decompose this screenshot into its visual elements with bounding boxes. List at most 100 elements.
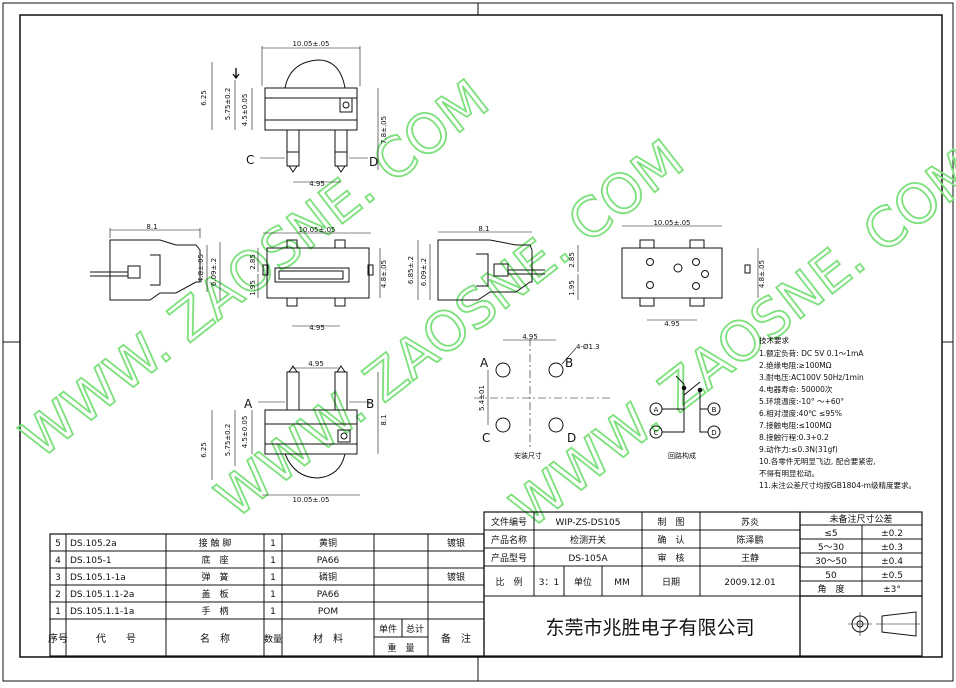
tech-item-2: 2.绝缘电阻:≥100MΩ	[759, 360, 832, 370]
tol-range: 5～30	[818, 543, 844, 553]
unit-value: MM	[614, 578, 630, 588]
part-name: 接 触 脚	[199, 537, 232, 549]
part-code: DS.105.1-1a	[70, 573, 126, 583]
tech-item-3: 3.耐电压:AC100V 50Hz/1min	[759, 372, 864, 382]
tolerance-table: 未备注尺寸公差 ≤5 ±0.2 5～30 ±0.3 30～50 ±0.4 50 …	[799, 511, 923, 657]
tol-value: ±0.3	[881, 543, 903, 553]
dim-left-width: 8.1	[146, 223, 157, 231]
view-bottom: 10.05±.05 4.8±.05 4.95	[621, 219, 766, 328]
draw-label: 制 图	[657, 516, 684, 528]
scale-label: 比 例	[495, 576, 522, 588]
product-label: 产品名称	[491, 534, 527, 546]
date-label: 日期	[662, 577, 680, 588]
tol-value: ±0.2	[881, 529, 903, 539]
inner-frame	[19, 14, 943, 658]
dim-top-h2: 5.75±0.2	[224, 88, 232, 121]
head-unit-weight: 单件	[379, 623, 397, 635]
parts-list: 5 DS.105.2a 接 触 脚 1 黄铜 镀银 4 DS.105-1 底 座…	[48, 533, 485, 657]
head-qty: 数量	[264, 633, 282, 645]
part-qty: 1	[270, 590, 276, 600]
tech-item-10: 10.各零件无明显飞边, 配合要紧密,	[759, 456, 876, 466]
dim-top-h4: 7.8±.05	[380, 116, 388, 144]
part-qty: 1	[270, 607, 276, 617]
tech-requirements: 技术要求 1.额定负荷: DC 5V 0.1～1mA 2.绝缘电阻:≥100MΩ…	[759, 335, 916, 490]
part-mat: 黄铜	[319, 537, 337, 549]
head-no: 序号	[48, 632, 68, 645]
dim-low-h4: 8.1	[380, 414, 388, 425]
dim-low-h3: 4.5±0.05	[241, 416, 249, 449]
dim-low-h1: 6.25	[200, 442, 208, 458]
tech-item-10b: 不得有明显松动。	[759, 468, 819, 478]
part-no: 4	[55, 556, 61, 566]
title-block: 文件编号 WIP-ZS-DS105 制 图 苏炎 产品名称 检测开关 确 认 陈…	[483, 511, 801, 657]
caption-circuit: 回路构成	[668, 451, 696, 460]
part-qty: 1	[270, 539, 276, 549]
dim-mid-width: 10.05±.05	[298, 226, 335, 234]
circuit-c: C	[654, 429, 659, 437]
tech-item-11: 11.未注公差尺寸均按GB1804-m级精度要求。	[759, 480, 916, 490]
confirm-name: 陈泽鹏	[736, 534, 763, 546]
part-name: 盖 板	[201, 588, 228, 600]
date-value: 2009.12.01	[724, 578, 776, 588]
marker-d-top: D	[369, 155, 378, 169]
caption-hole: 安装尺寸	[514, 451, 542, 460]
dim-left-h1: 4.8±.05	[197, 254, 205, 282]
marker-a-low: A	[244, 397, 253, 411]
dim-low-width: 10.05±.05	[292, 496, 329, 504]
dim-left-h2: 6.09±.2	[210, 258, 218, 286]
tech-item-5: 5.环境温度:-10° ～+60°	[759, 396, 844, 406]
dim-bot-pitch: 4.95	[664, 320, 680, 328]
part-name: 弹 簧	[201, 571, 228, 583]
part-no: 5	[55, 539, 61, 549]
tol-range: 50	[825, 571, 837, 581]
review-label: 审 核	[657, 552, 684, 564]
head-total-weight: 总计	[406, 623, 424, 635]
head-name: 名 称	[200, 632, 230, 645]
tol-title: 未备注尺寸公差	[829, 513, 892, 525]
part-no: 2	[55, 590, 61, 600]
marker-d-hole: D	[567, 431, 576, 445]
part-note: 镀银	[447, 571, 465, 583]
marker-a-hole: A	[480, 356, 489, 370]
scale-value: 3：1	[539, 578, 559, 588]
part-mat: PA66	[317, 556, 340, 566]
dim-mid-h3: 4.8±.05	[380, 260, 388, 288]
part-note: 镀银	[447, 537, 465, 549]
tech-item-1: 1.额定负荷: DC 5V 0.1～1mA	[759, 348, 864, 358]
tol-range: ≤5	[824, 529, 837, 539]
dim-hole-pitch: 4.95	[522, 333, 538, 341]
head-code: 代 号	[96, 633, 136, 645]
marker-b-low: B	[366, 397, 374, 411]
view-circuit: A B C D 回路构成	[649, 375, 721, 460]
part-qty: 1	[270, 573, 276, 583]
dim-top-h3: 4.5±0.05	[241, 94, 249, 127]
part-code: DS.105.1.1-1a	[70, 607, 134, 617]
circuit-d: D	[711, 429, 716, 437]
tol-value: ±0.5	[881, 571, 903, 581]
view-middle-top: 10.05±.05 2.85 1.95 4.8±.05 4.95	[249, 226, 388, 332]
dim-top-h1: 6.25	[200, 90, 208, 106]
dim-sec-h4: 1.95	[568, 280, 576, 296]
head-note: 备 注	[441, 632, 471, 645]
doc-no: WIP-ZS-DS105	[556, 518, 621, 528]
marker-c-hole: C	[482, 431, 490, 445]
part-name: 手 柄	[201, 605, 228, 617]
tol-value: ±0.4	[881, 557, 903, 567]
dim-low-pitch: 4.95	[308, 360, 324, 368]
dim-mid-h1: 2.85	[249, 254, 257, 270]
marker-b-hole: B	[565, 356, 573, 370]
circuit-a: A	[654, 406, 659, 414]
tech-item-4: 4.电器寿命: 50000次	[759, 384, 833, 394]
view-top-front: 10.05±.05 6.25 5.75±0.2 4.5±0.05 7.8±.05…	[200, 40, 388, 188]
part-mat: PA66	[317, 590, 340, 600]
confirm-label: 确 认	[657, 534, 684, 546]
dim-sec-h1: 6.85±.2	[407, 256, 415, 284]
part-no: 3	[55, 573, 61, 583]
part-code: DS.105.1.1-2a	[70, 590, 134, 600]
dim-hole-dia: 4-Ø1.3	[576, 343, 600, 351]
tol-range: 30～50	[815, 557, 847, 567]
tech-item-7: 7.接触电阻:≤100MΩ	[759, 420, 832, 430]
dim-hole-v: 5.4±01	[478, 385, 486, 411]
marker-c-top: C	[246, 153, 254, 167]
